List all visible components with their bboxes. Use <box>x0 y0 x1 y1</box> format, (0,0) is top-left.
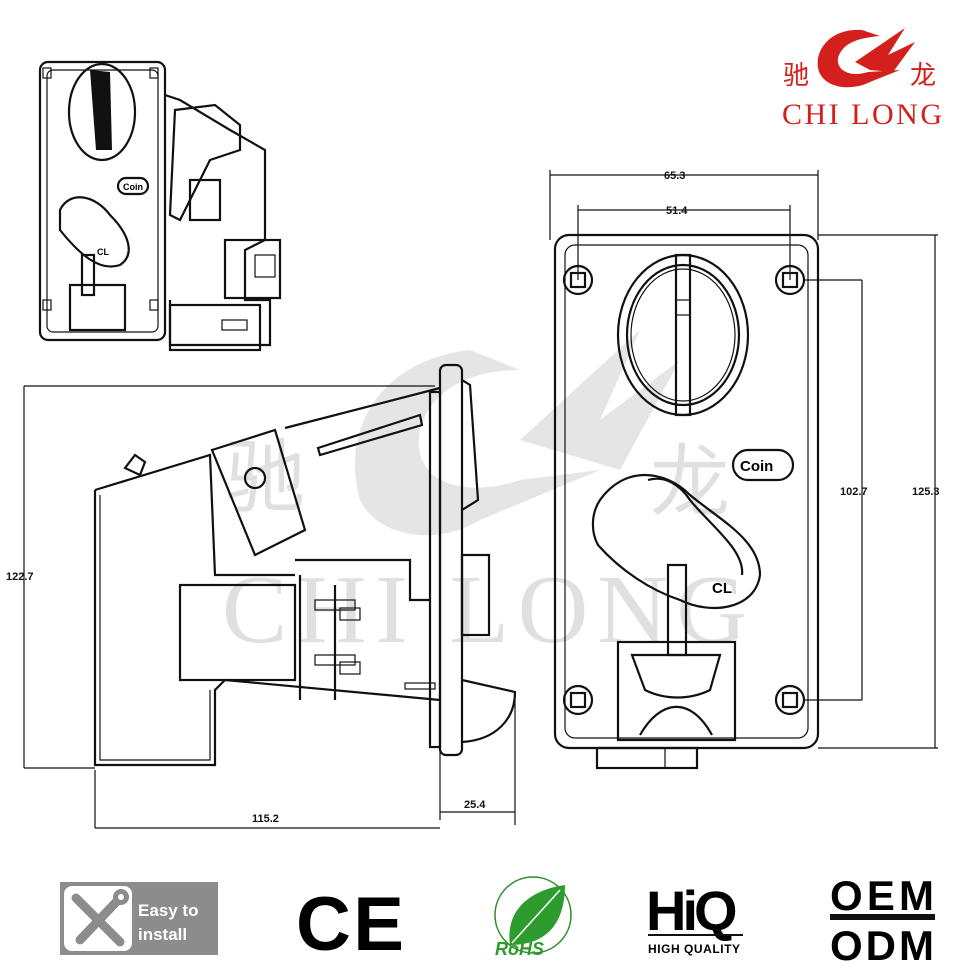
easy-install-line1: Easy to <box>138 901 198 920</box>
logo-zh-right: 龙 <box>910 61 936 91</box>
watermark-wing-icon <box>520 330 680 470</box>
side-view: 122.7 115.2 25.4 <box>6 363 517 829</box>
logo-name: CHI LONG <box>782 98 942 131</box>
coin-label: Coin <box>740 458 773 475</box>
perspective-view: Coin CL <box>38 60 282 352</box>
logo-zh-left: 驰 <box>783 61 809 91</box>
perspective-coin-label: Coin <box>123 182 143 192</box>
watermark-swoosh-icon <box>354 350 600 536</box>
oem-label: OEM <box>830 872 934 919</box>
dim-side-height: 122.7 <box>6 571 34 583</box>
logo-wing-mark-icon <box>855 28 915 72</box>
easy-install-line2: install <box>138 925 187 944</box>
coin-badge <box>731 448 795 482</box>
dim-total-height: 125.3 <box>912 486 940 498</box>
dim-bezel-depth: 25.4 <box>464 799 486 811</box>
logo-c-mark-icon <box>817 29 900 88</box>
front-view: 65.3 51.4 Coin CL 102.7 <box>549 170 940 770</box>
hiq-caption: HIGH QUALITY <box>648 942 740 956</box>
watermark-zh-right: 龙 <box>650 440 730 528</box>
mount-holes <box>562 264 806 716</box>
badge-easy-install: Easy to install <box>60 882 218 955</box>
badge-ce: CE <box>296 882 404 967</box>
hiq-mark: HiQ <box>646 879 736 942</box>
badge-oem-odm: OEM ODM <box>830 872 935 969</box>
brand-logo: 驰 龙 CHI LONG <box>782 28 942 131</box>
odm-label: ODM <box>830 922 934 969</box>
dim-side-depth: 115.2 <box>252 813 279 825</box>
dim-hole-width: 51.4 <box>666 205 688 217</box>
dim-total-width: 65.3 <box>664 170 685 182</box>
watermark-name: CHI LONG <box>222 556 747 664</box>
rohs-label: RoHS <box>495 939 544 959</box>
dim-hole-height: 102.7 <box>840 486 868 498</box>
perspective-cl-label: CL <box>97 247 109 257</box>
tools-icon <box>71 889 129 947</box>
badge-hiq: HiQ HIGH QUALITY <box>646 879 743 956</box>
watermark: 驰 龙 CHI LONG <box>222 330 747 664</box>
handle-cl-label: CL <box>712 580 732 597</box>
badge-rohs: RoHS <box>494 876 572 959</box>
